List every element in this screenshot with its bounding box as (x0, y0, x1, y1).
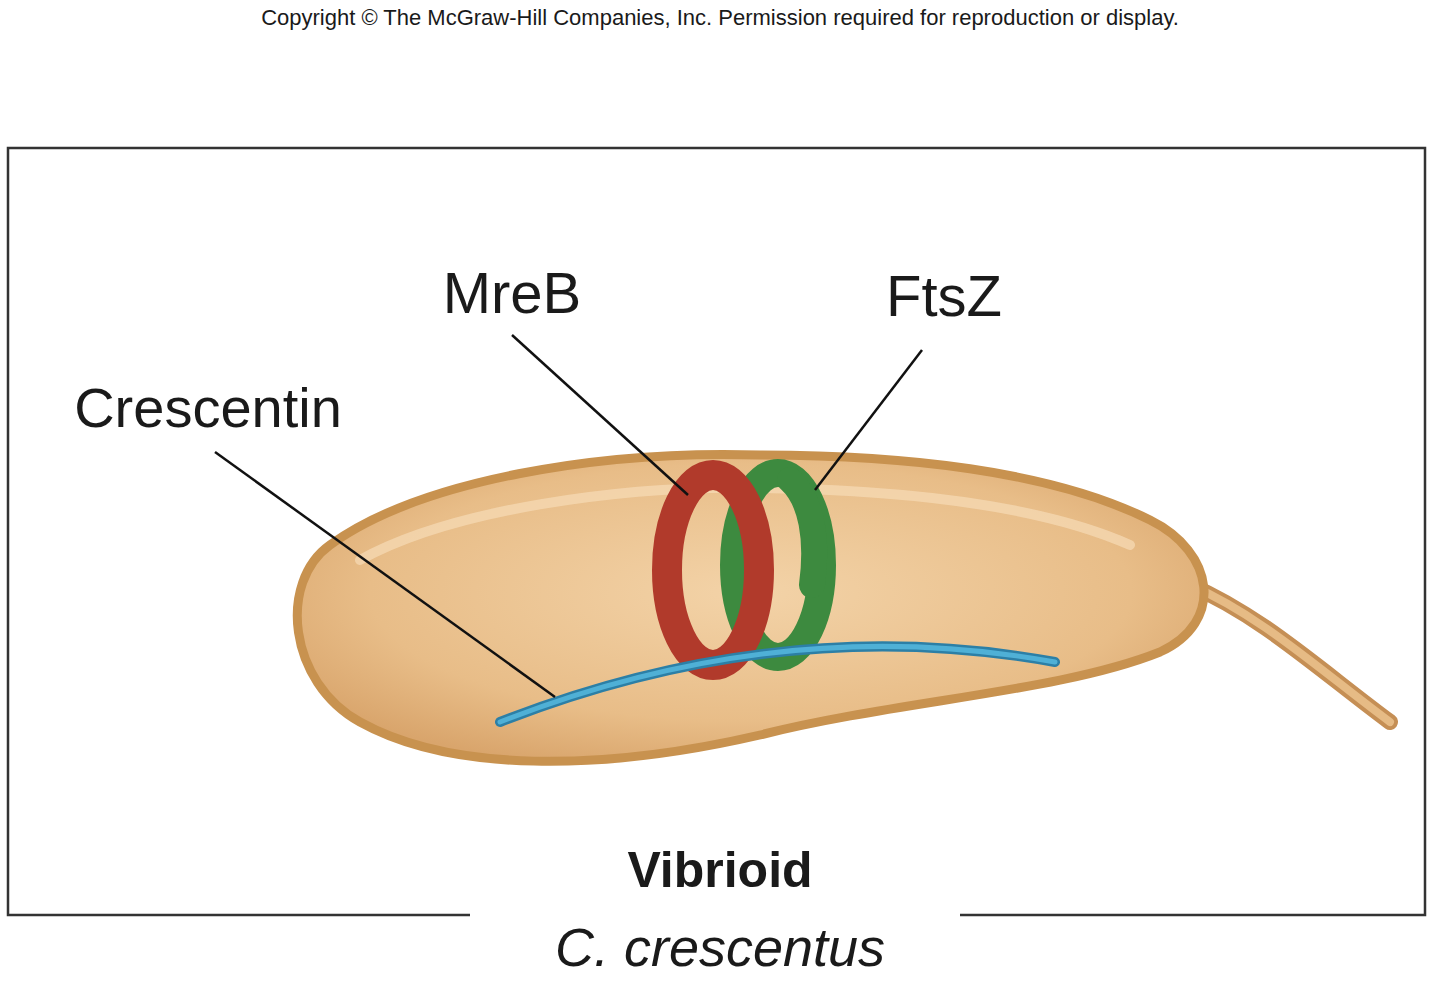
part-name: Crescentin (74, 377, 342, 439)
leader-line (815, 350, 922, 490)
leader-line (215, 452, 555, 697)
copyright-notice: Copyright © The McGraw-Hill Companies, I… (261, 6, 1179, 30)
part-name: FtsZ (886, 264, 1002, 328)
frame (8, 148, 1425, 915)
shape-name: Vibrioid (627, 843, 812, 898)
flagellum (1190, 585, 1390, 722)
species-name: C. crescentus (555, 918, 885, 977)
ftsz-ring-front (790, 480, 814, 585)
crescentin-filament-core (500, 646, 1055, 722)
leader-line (512, 335, 688, 495)
part-name: MreB (443, 261, 582, 325)
flagellum-core (1190, 585, 1390, 722)
crescentin-filament (500, 646, 1055, 722)
mreb-ring (667, 475, 759, 665)
